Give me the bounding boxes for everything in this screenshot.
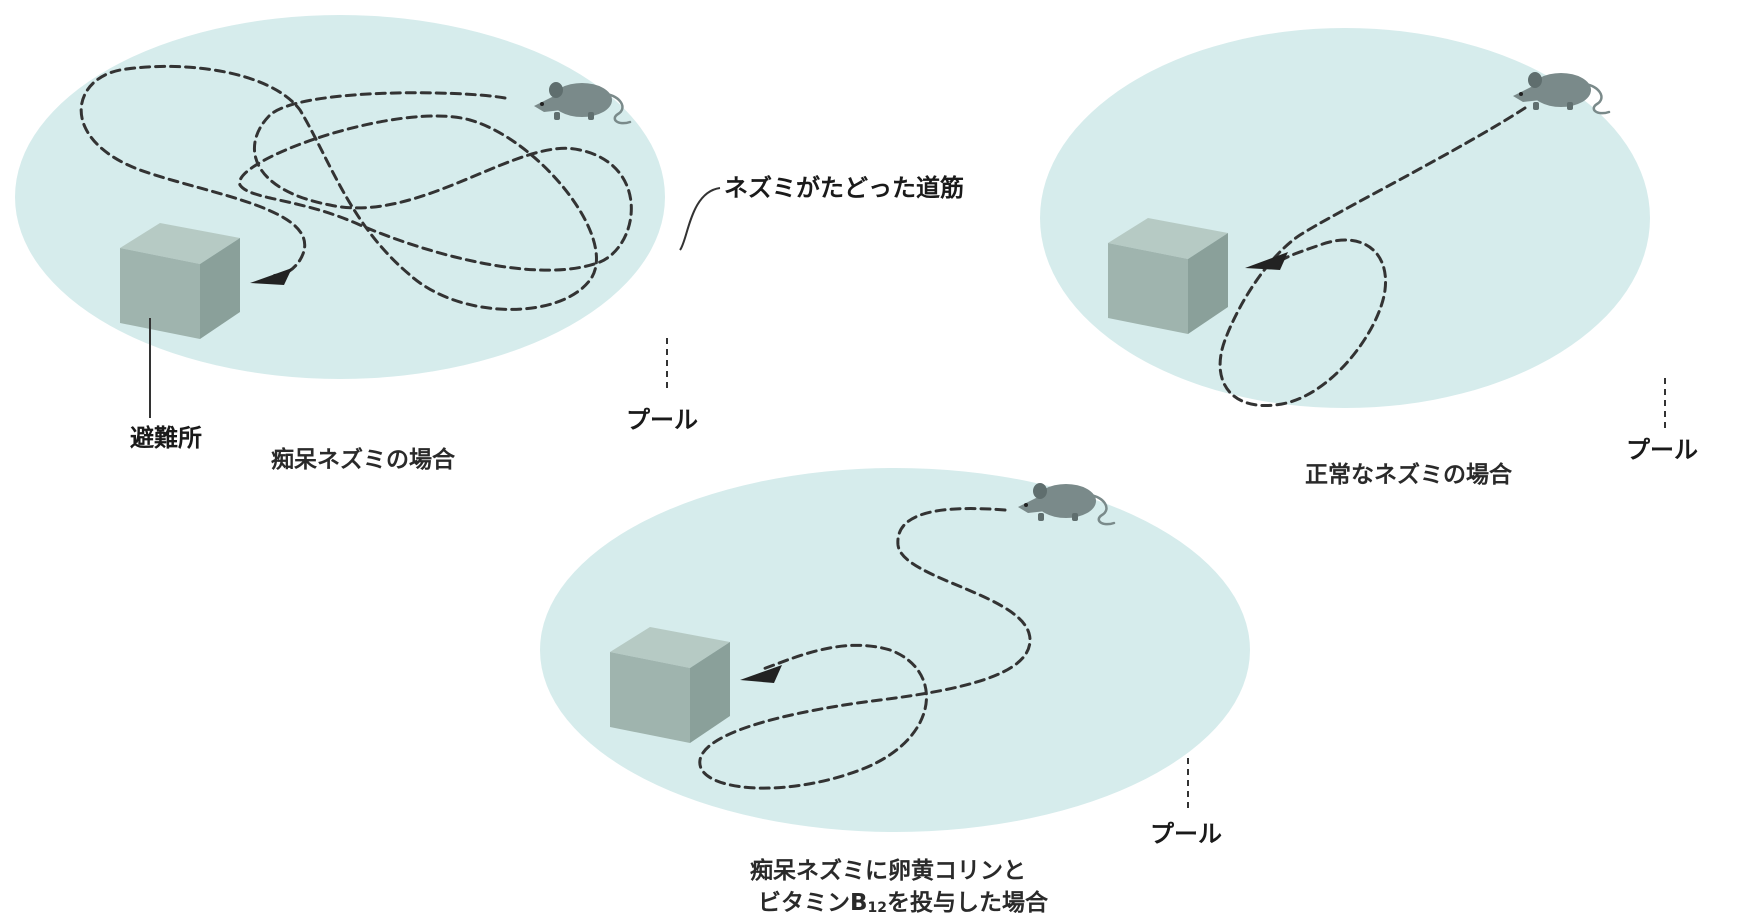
scenario-treated: プール 痴呆ネズミに卵黄コリンと ビタミンB12を投与した場合 <box>540 468 1250 916</box>
pool-label-treated: プール <box>1150 820 1222 848</box>
path-annotation-label: ネズミがたどった道筋 <box>724 174 964 202</box>
caption-treated-line2-b: を投与した場合 <box>887 889 1049 916</box>
caption-normal: 正常なネズミの場合 <box>1305 461 1513 488</box>
caption-treated-line2-a: ビタミンB <box>758 890 868 916</box>
path-leader-line <box>679 187 721 251</box>
shelter-annotation-label: 避難所 <box>130 424 202 452</box>
caption-treated-line2: ビタミンB12を投与した場合 <box>758 889 1049 916</box>
pool-label-normal: プール <box>1626 436 1698 464</box>
shelter-box-normal <box>1108 218 1228 334</box>
shelter-box-demented <box>120 223 240 339</box>
pool-label-demented: プール <box>626 406 698 434</box>
arrowhead-normal <box>1245 252 1288 270</box>
rat-path-normal <box>1218 106 1527 408</box>
pool-demented <box>15 15 665 379</box>
rat-path-treated <box>698 507 1032 790</box>
caption-treated-subscript: 12 <box>868 900 887 916</box>
rat-path-demented <box>79 64 633 311</box>
shelter-box-treated <box>610 627 730 743</box>
scenario-demented: プール ネズミがたどった道筋 避難所 痴呆ネズミの場合 <box>15 15 964 473</box>
caption-demented: 痴呆ネズミの場合 <box>271 446 456 473</box>
scenario-normal: プール 正常なネズミの場合 <box>1040 28 1698 488</box>
arrowhead-demented <box>250 268 292 285</box>
arrowhead-treated <box>740 665 782 683</box>
caption-treated-line1: 痴呆ネズミに卵黄コリンと <box>750 857 1026 884</box>
